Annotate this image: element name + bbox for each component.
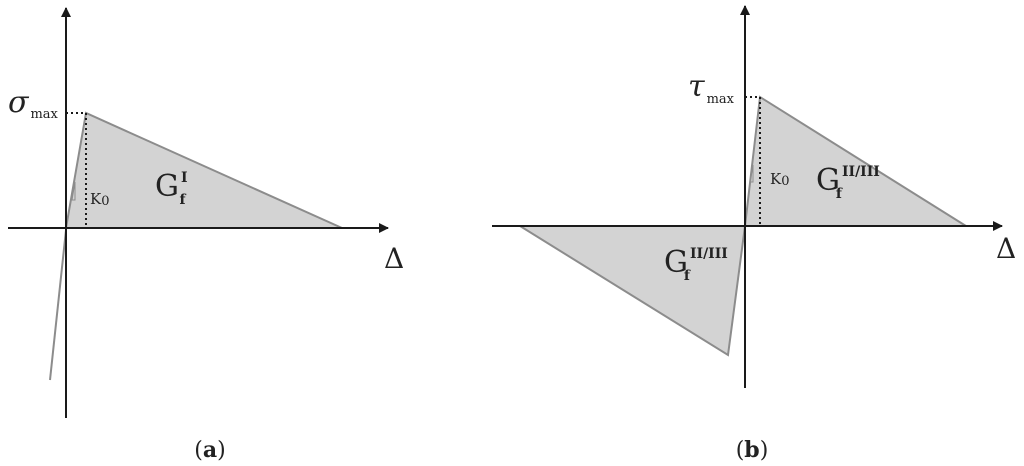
panel-a-caption: (a) (194, 437, 225, 463)
panel-a-energy-area (64, 111, 343, 229)
panel-a-x-label: Δ (384, 242, 404, 275)
panel-b-upper-energy-area (743, 95, 970, 227)
panel-b-stiffness-label: K0 (770, 170, 790, 189)
panel-a-slope-marker (71, 181, 76, 201)
panel-b-caption: (b) (736, 437, 769, 463)
panel-a-stiffness-label: K0 (90, 190, 110, 209)
panel-b-x-label: Δ (996, 232, 1016, 265)
panel-b-slope-marker (749, 164, 754, 183)
panel-a-compression-branch (49, 229, 67, 381)
